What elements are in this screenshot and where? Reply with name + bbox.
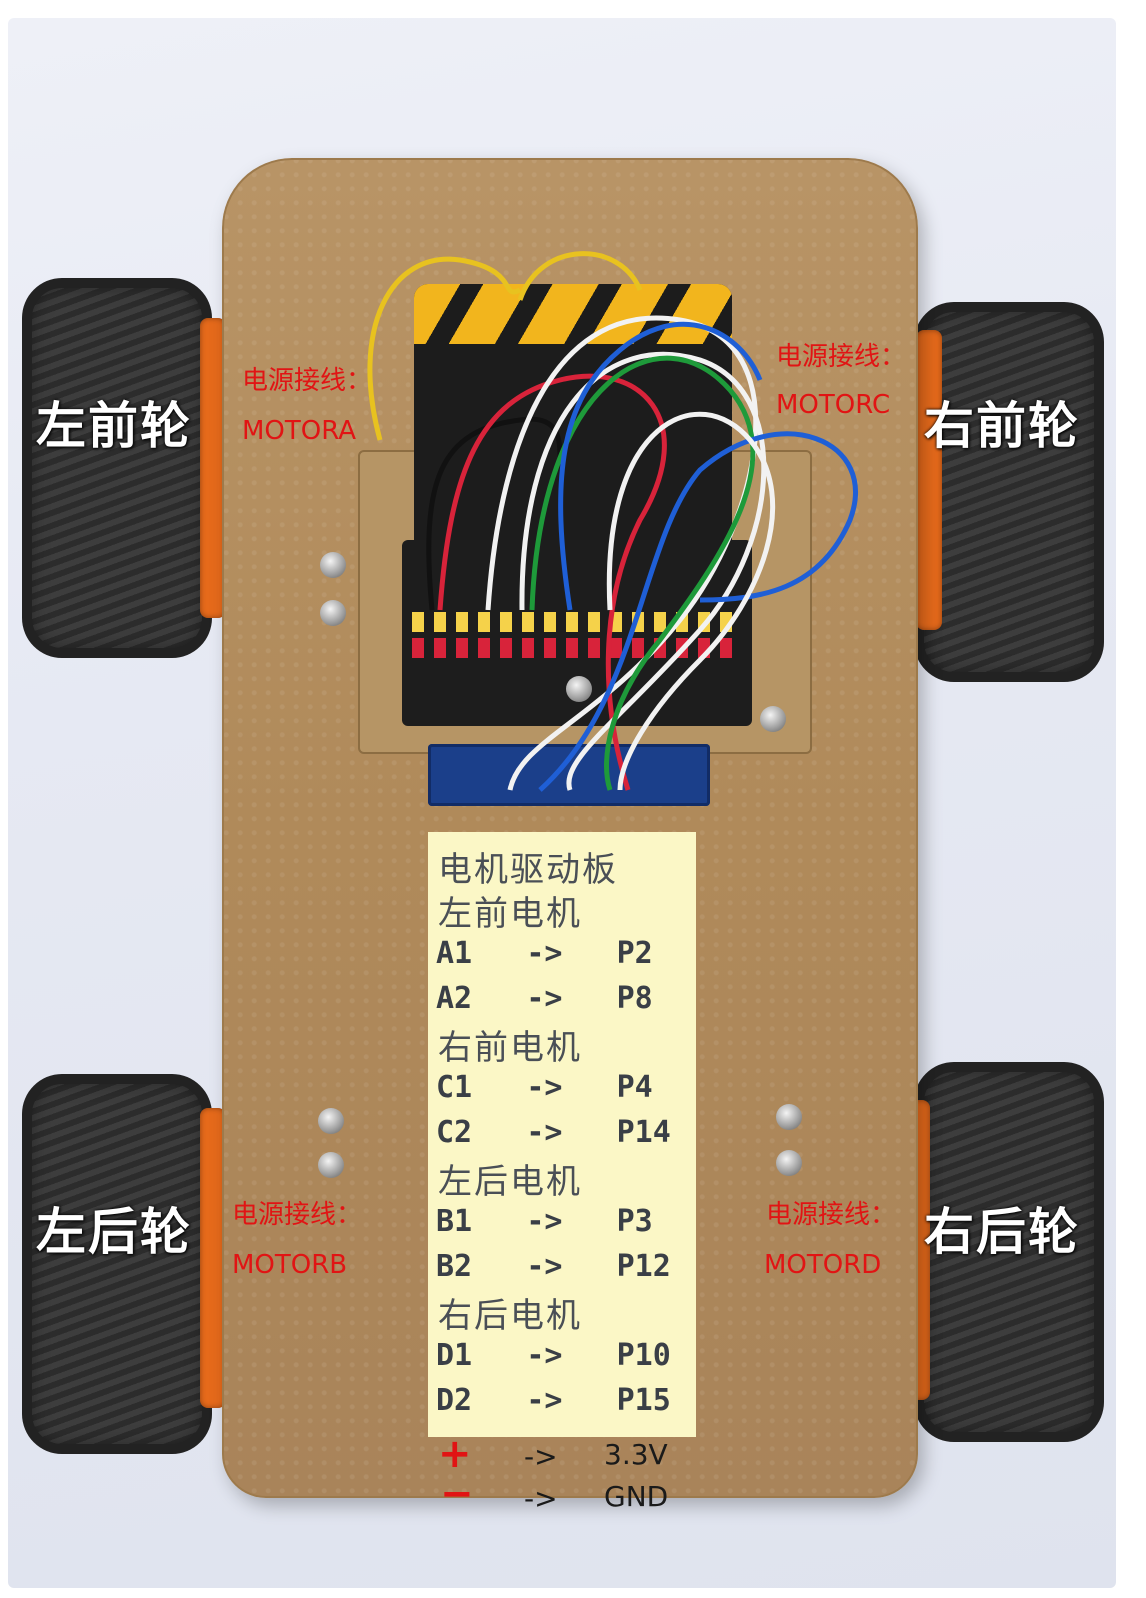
front-right-wheel [914,302,1104,682]
black-wire [426,416,563,611]
white-wire [519,351,767,791]
pin-to: P10 [616,1338,671,1373]
group-title-rear-right: 右后电机 [438,1296,582,1336]
front-right-motor-hub [916,330,942,630]
label-rear-right-wheel: 右后轮 [924,1203,1080,1261]
pin-to: P15 [616,1383,671,1418]
pin-from: C2 [436,1115,473,1150]
wiring-row: C1 -> P4 [436,1070,653,1105]
wiring-table-title: 电机驱动板 [438,850,618,890]
pin-to: P2 [616,936,653,971]
blue-wire [558,321,763,611]
wiring-row: C2 -> P14 [436,1115,671,1150]
label-front-left-wheel: 左前轮 [36,397,192,455]
screw [566,676,592,702]
yellow-pin-header [412,612,742,632]
screw [760,706,786,732]
pin-arrow: -> [526,1249,563,1284]
screw [320,600,346,626]
pin-to: P12 [616,1249,671,1284]
label-front-right-wheel: 右前轮 [924,397,1080,455]
rear-left-motor-hub [200,1108,226,1408]
screw [776,1150,802,1176]
pin-arrow: -> [526,1070,563,1105]
blue-wire [538,431,858,792]
pin-to: P8 [616,981,653,1016]
minus-symbol: − [440,1471,474,1517]
front-left-motor-hub [200,318,226,618]
power-arrow: -> [524,1482,558,1515]
pin-to: P4 [616,1070,653,1105]
pin-from: A2 [436,981,473,1016]
pin-from: D1 [436,1338,473,1373]
power-caption-rear-left: 电源接线： [232,1200,363,1230]
wiring-row: A2 -> P8 [436,981,653,1016]
wiring-row: B1 -> P3 [436,1204,653,1239]
motor-label-a: MOTORA [242,416,357,446]
motor-label-b: MOTORB [232,1250,348,1280]
wiring-row: B2 -> P12 [436,1249,671,1284]
pin-arrow: -> [526,1383,563,1418]
power-caption-front-right: 电源接线： [776,342,907,372]
power-target-gnd: GND [604,1480,669,1513]
wiring-row: D2 -> P15 [436,1383,671,1418]
red-wire [437,373,667,791]
pin-to: P14 [616,1115,671,1150]
pin-from: C1 [436,1070,473,1105]
power-arrow: -> [524,1440,558,1473]
power-target-3v3: 3.3V [604,1438,668,1471]
front-left-wheel [22,278,212,658]
white-wire [606,411,776,791]
pin-arrow: -> [526,1115,563,1150]
pin-from: B2 [436,1249,473,1284]
label-rear-left-wheel: 左后轮 [36,1203,192,1261]
pin-arrow: -> [526,981,563,1016]
power-caption-front-left: 电源接线： [242,366,373,396]
screw [320,552,346,578]
green-wire [529,355,756,791]
wiring-table-panel [428,832,696,1437]
screw [776,1104,802,1130]
yellow-wire [367,256,522,441]
screw [318,1108,344,1134]
microbit-stripe [414,284,732,344]
screw [318,1152,344,1178]
pin-arrow: -> [526,936,563,971]
pin-from: A1 [436,936,473,971]
wiring-row: D1 -> P10 [436,1338,671,1373]
pin-arrow: -> [526,1338,563,1373]
pin-arrow: -> [526,1204,563,1239]
rear-left-wheel [22,1074,212,1454]
wiring-row: A1 -> P2 [436,936,653,971]
white-wire [485,315,759,791]
group-title-front-left: 左前电机 [438,894,582,934]
pin-from: B1 [436,1204,473,1239]
yellow-wire [517,251,643,301]
pin-from: D2 [436,1383,473,1418]
pin-to: P3 [616,1204,653,1239]
group-title-front-right: 右前电机 [438,1028,582,1068]
motor-label-d: MOTORD [764,1250,882,1280]
power-caption-rear-right: 电源接线： [766,1200,897,1230]
rear-right-wheel [914,1062,1104,1442]
group-title-rear-left: 左后电机 [438,1162,582,1202]
plus-symbol: + [438,1431,472,1477]
motor-label-c: MOTORC [776,390,891,420]
